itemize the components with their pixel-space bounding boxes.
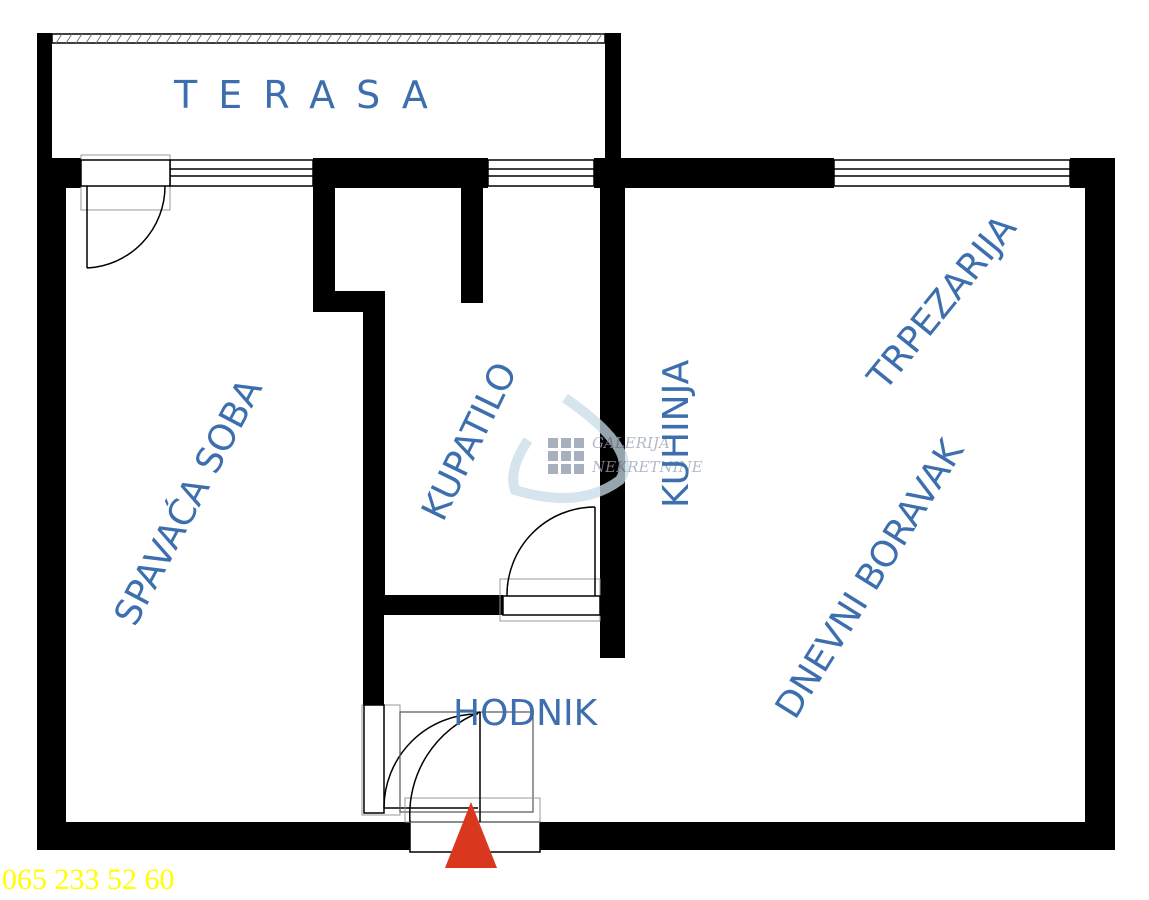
- watermark-line2: NEKRETNINE: [591, 458, 703, 476]
- outer-wall-bottom-left: [37, 822, 410, 850]
- contact-phone: 065 233 52 60: [2, 863, 175, 896]
- bedroom-door-swing: [383, 713, 479, 809]
- room-label-kuhinja: KUHINJA: [656, 359, 697, 508]
- bathroom-door-threshold: [502, 595, 601, 616]
- room-label-hodnik: HODNIK: [453, 693, 599, 734]
- terrace-door-leaf: [80, 159, 171, 187]
- room-label-spavaca-soba: SPAVAĆA SOBA: [106, 371, 271, 632]
- terrace-door-swing: [86, 185, 166, 269]
- terrace-wall-right: [605, 33, 621, 163]
- bedroom-door-jamb: [363, 704, 385, 814]
- interior-walls: [313, 158, 625, 705]
- top-wall-right-stub: [1070, 158, 1115, 188]
- bedroom-bath-wall: [363, 291, 385, 605]
- window-living-room: [833, 159, 1071, 187]
- bath-wall-upper-left: [313, 158, 335, 312]
- entrance-door-swing: [409, 711, 481, 823]
- windows: [169, 159, 1071, 187]
- room-label-terasa: TERASA: [173, 73, 449, 117]
- bathroom-door: [499, 506, 601, 622]
- top-wall-left-stub: [37, 158, 81, 188]
- galerija-nekretnine-logo-icon: GALERIJA NEKRETNINE: [508, 393, 703, 503]
- outer-walls: [37, 158, 1115, 850]
- outer-wall-left: [37, 158, 66, 850]
- outer-wall-right: [1085, 158, 1115, 850]
- entrance-arrow-icon: [445, 802, 497, 868]
- bathroom-door-swing: [506, 506, 596, 597]
- room-label-kupatilo: KUPATILO: [414, 356, 525, 527]
- terrace-railing-hatch: [55, 33, 603, 44]
- room-label-trpezarija: TRPEZARIJA: [860, 208, 1026, 399]
- kitchen-wall: [600, 158, 625, 658]
- window-bedroom: [169, 159, 314, 187]
- entrance-door-frame: [399, 711, 534, 813]
- bath-stub-wall: [461, 185, 483, 303]
- window-bathroom: [487, 159, 595, 187]
- terrace-door: [80, 154, 171, 269]
- bath-bottom-wall: [363, 595, 503, 615]
- room-label-dnevni-boravak: DNEVNI BORAVAK: [768, 432, 973, 726]
- bedroom-hall-wall: [363, 593, 384, 705]
- top-wall-bedroom-bath: [313, 158, 488, 188]
- top-wall-kitchen: [594, 158, 834, 188]
- terrace-wall-left: [37, 33, 52, 163]
- watermark-line1: GALERIJA: [592, 434, 670, 452]
- terrace: [37, 33, 621, 163]
- outer-wall-bottom-right: [540, 822, 1115, 850]
